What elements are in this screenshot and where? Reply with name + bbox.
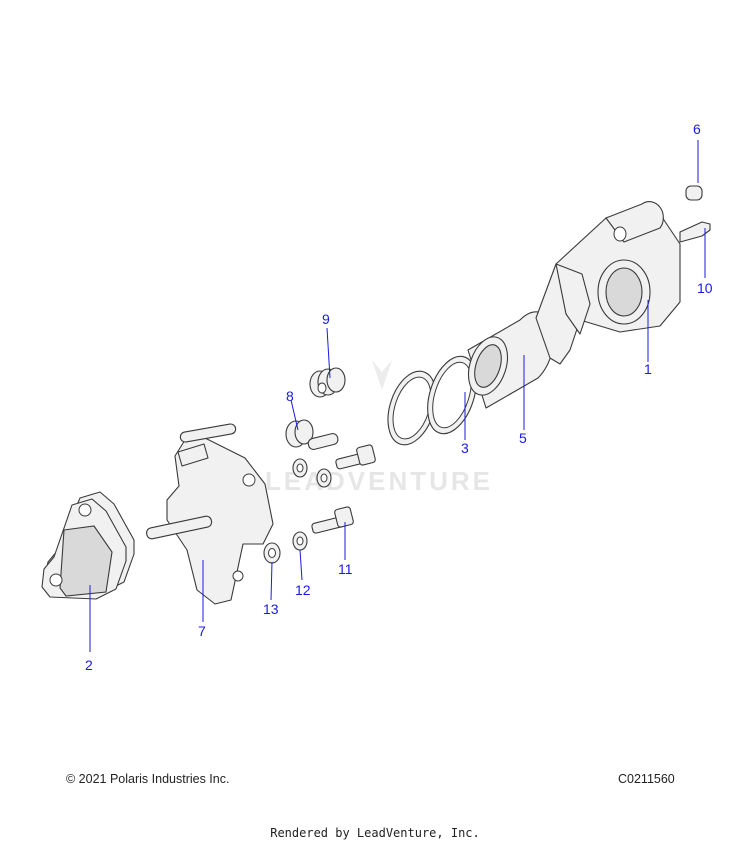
callout-1: 1 [644, 361, 652, 377]
callout-2: 2 [85, 657, 93, 673]
bolt-upper-part [335, 444, 376, 470]
bleeder-cap-6-part [685, 185, 703, 201]
caliper-housing-1-part [535, 201, 681, 365]
callout-7: 7 [198, 623, 206, 639]
callout-6: 6 [693, 121, 701, 137]
seal-3-part [427, 355, 477, 435]
callout-3: 3 [461, 440, 469, 456]
rendered-by-text: Rendered by LeadVenture, Inc. [270, 826, 480, 840]
bleeder-screw-10-part [679, 221, 711, 243]
washers-upper-part [292, 458, 332, 488]
callout-5: 5 [519, 430, 527, 446]
caliper-bracket-part [146, 423, 274, 605]
callout-8: 8 [286, 388, 294, 404]
seal-ring-4-part [387, 370, 437, 446]
brake-pads-part [41, 491, 135, 600]
slide-pin-8-part [285, 419, 339, 450]
copyright-text: © 2021 Polaris Industries Inc. [66, 772, 230, 786]
callout-10: 10 [697, 280, 713, 296]
callout-9: 9 [322, 311, 330, 327]
pin-boot-9-part [309, 367, 346, 398]
callout-13: 13 [263, 601, 279, 617]
callout-11: 11 [338, 561, 353, 577]
drawing-number: C0211560 [618, 772, 675, 786]
callout-12: 12 [295, 582, 311, 598]
leader-lines [89, 140, 706, 652]
washer-13-part [263, 542, 281, 564]
bolt-11-part [311, 506, 354, 534]
washer-12-part [292, 531, 308, 551]
